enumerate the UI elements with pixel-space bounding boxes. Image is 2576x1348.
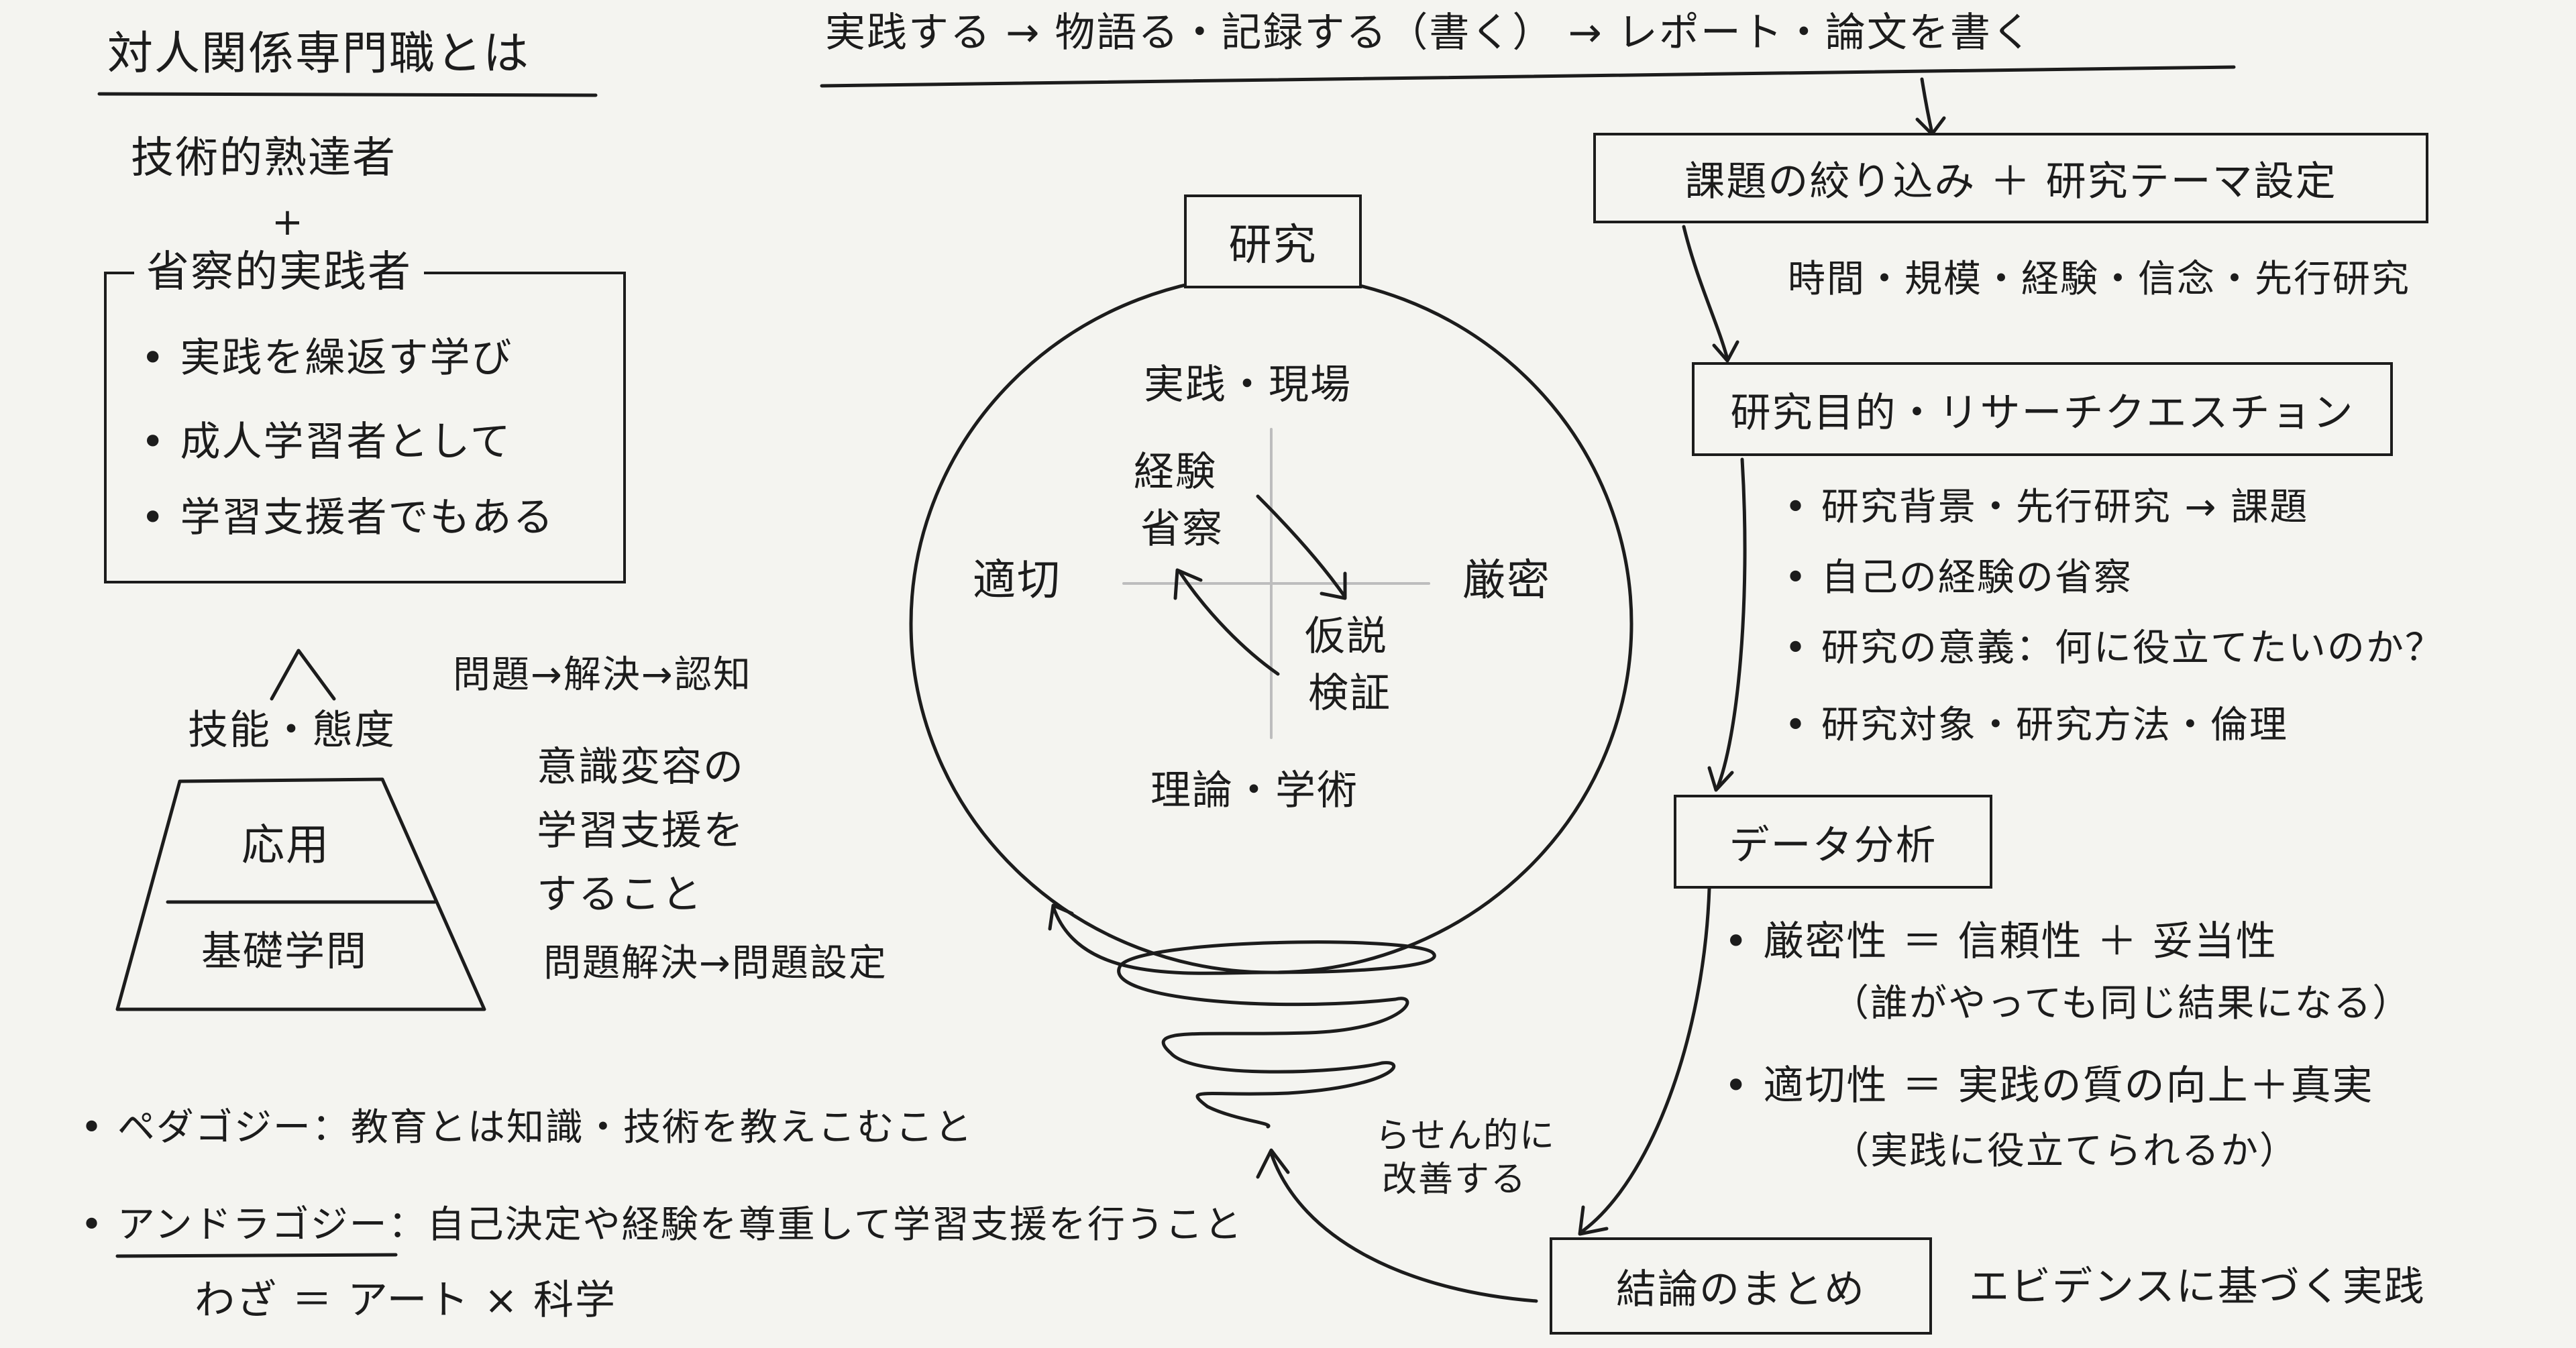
pedagogy-term: ペダゴジー (117, 1106, 312, 1149)
step-theme-factors: 時間・規模・経験・信念・先行研究 (1788, 258, 2410, 301)
technical-expert: 技術的熟達者 (131, 133, 396, 183)
pyramid (115, 777, 486, 1011)
purpose-item: 自己の経験の省察 (1784, 556, 2133, 600)
note-line: 意識変容の (537, 744, 745, 791)
pyramid-bottom-label: 基礎学問 (201, 928, 368, 975)
spiral (1051, 905, 1436, 1129)
rigor-label: 厳密 (1462, 556, 1551, 606)
relevance-definition: 適切性 ＝ 実践の質の向上＋真実 (1724, 1063, 2374, 1109)
flow-arrow-1 (1682, 225, 1729, 361)
andragogy-underline (115, 1253, 398, 1258)
step-analysis-box: データ分析 (1674, 795, 1992, 889)
experience-to-hypothesis-arrow (1256, 494, 1347, 599)
waza-formula: わざ ＝ アート × 科学 (195, 1277, 616, 1324)
flow-arrow-2 (1715, 457, 1747, 790)
reflection-label: 省察 (1140, 506, 1224, 553)
reflective-item: 成人学習者として (141, 419, 512, 465)
pyramid-middle-label: 応用 (241, 821, 330, 870)
andragogy-item: アンドラゴジー：自己決定や経験を尊重して学習支援を行うこと (80, 1203, 1243, 1247)
improvement-arrow (1269, 1152, 1538, 1303)
rigor-definition: 厳密性 ＝ 信頼性 ＋ 妥当性 (1724, 919, 2277, 965)
note-problem-solving: 問題→解決→認知 (453, 653, 752, 697)
top-flow: 実践する → 物語る・記録する（書く） → レポート・論文を書く (825, 9, 2033, 56)
hypothesis-to-experience-arrow (1177, 569, 1280, 676)
top-flow-underline (820, 65, 2236, 88)
spiral-label: らせん的に (1375, 1116, 1556, 1156)
andragogy-term: アンドラゴジー (117, 1203, 388, 1247)
research-label: 研究 (1184, 194, 1362, 288)
title-underline (97, 92, 598, 97)
verification-label: 検証 (1308, 670, 1391, 717)
pyramid-top-label: 技能・態度 (188, 707, 396, 754)
purpose-item: 研究背景・先行研究 → 課題 (1784, 486, 2308, 529)
note-line: 学習支援を (537, 807, 745, 854)
step-conclusion-box: 結論のまとめ (1550, 1237, 1932, 1335)
relevance-note: （実践に役立てられるか） (1831, 1129, 2298, 1173)
reflective-item: 学習支援者でもある (141, 495, 554, 541)
purpose-item: 研究対象・研究方法・倫理 (1784, 704, 2288, 747)
experience-label: 経験 (1134, 449, 1217, 496)
plus-sign: + (272, 201, 305, 244)
note-line: すること (537, 871, 703, 918)
purpose-item: 研究の意義：何に役立てたいのか？ (1784, 626, 2444, 670)
pedagogy-desc: ：教育とは知識・技術を教えこむこと (311, 1106, 973, 1149)
rigor-note: （誰がやっても同じ結果になる） (1831, 982, 2412, 1025)
spiral-label: 改善する (1382, 1160, 1527, 1200)
theory-label: 理論・学術 (1150, 767, 1358, 814)
hypothesis-label: 仮説 (1305, 613, 1388, 660)
andragogy-desc: ：自己決定や経験を尊重して学習支援を行うこと (388, 1203, 1243, 1247)
main-title: 対人関係専門職とは (107, 27, 531, 80)
practice-field-label: 実践・現場 (1144, 361, 1352, 408)
pedagogy-item: ペダゴジー：教育とは知識・技術を教えこむこと (80, 1106, 973, 1149)
step-purpose-box: 研究目的・リサーチクエスチョン (1692, 362, 2393, 456)
reflective-practitioner-title: 省察的実践者 (134, 247, 424, 298)
step-theme-box: 課題の絞り込み ＋ 研究テーマ設定 (1593, 133, 2428, 223)
reflective-item: 実践を繰返す学び (141, 335, 513, 382)
flow-arrow-3 (1581, 887, 1711, 1233)
evidence-based-practice: エビデンスに基づく実践 (1969, 1263, 2426, 1310)
relevance-label: 適切 (973, 556, 1061, 606)
note-problem-setting: 問題解決→問題設定 (543, 942, 888, 985)
